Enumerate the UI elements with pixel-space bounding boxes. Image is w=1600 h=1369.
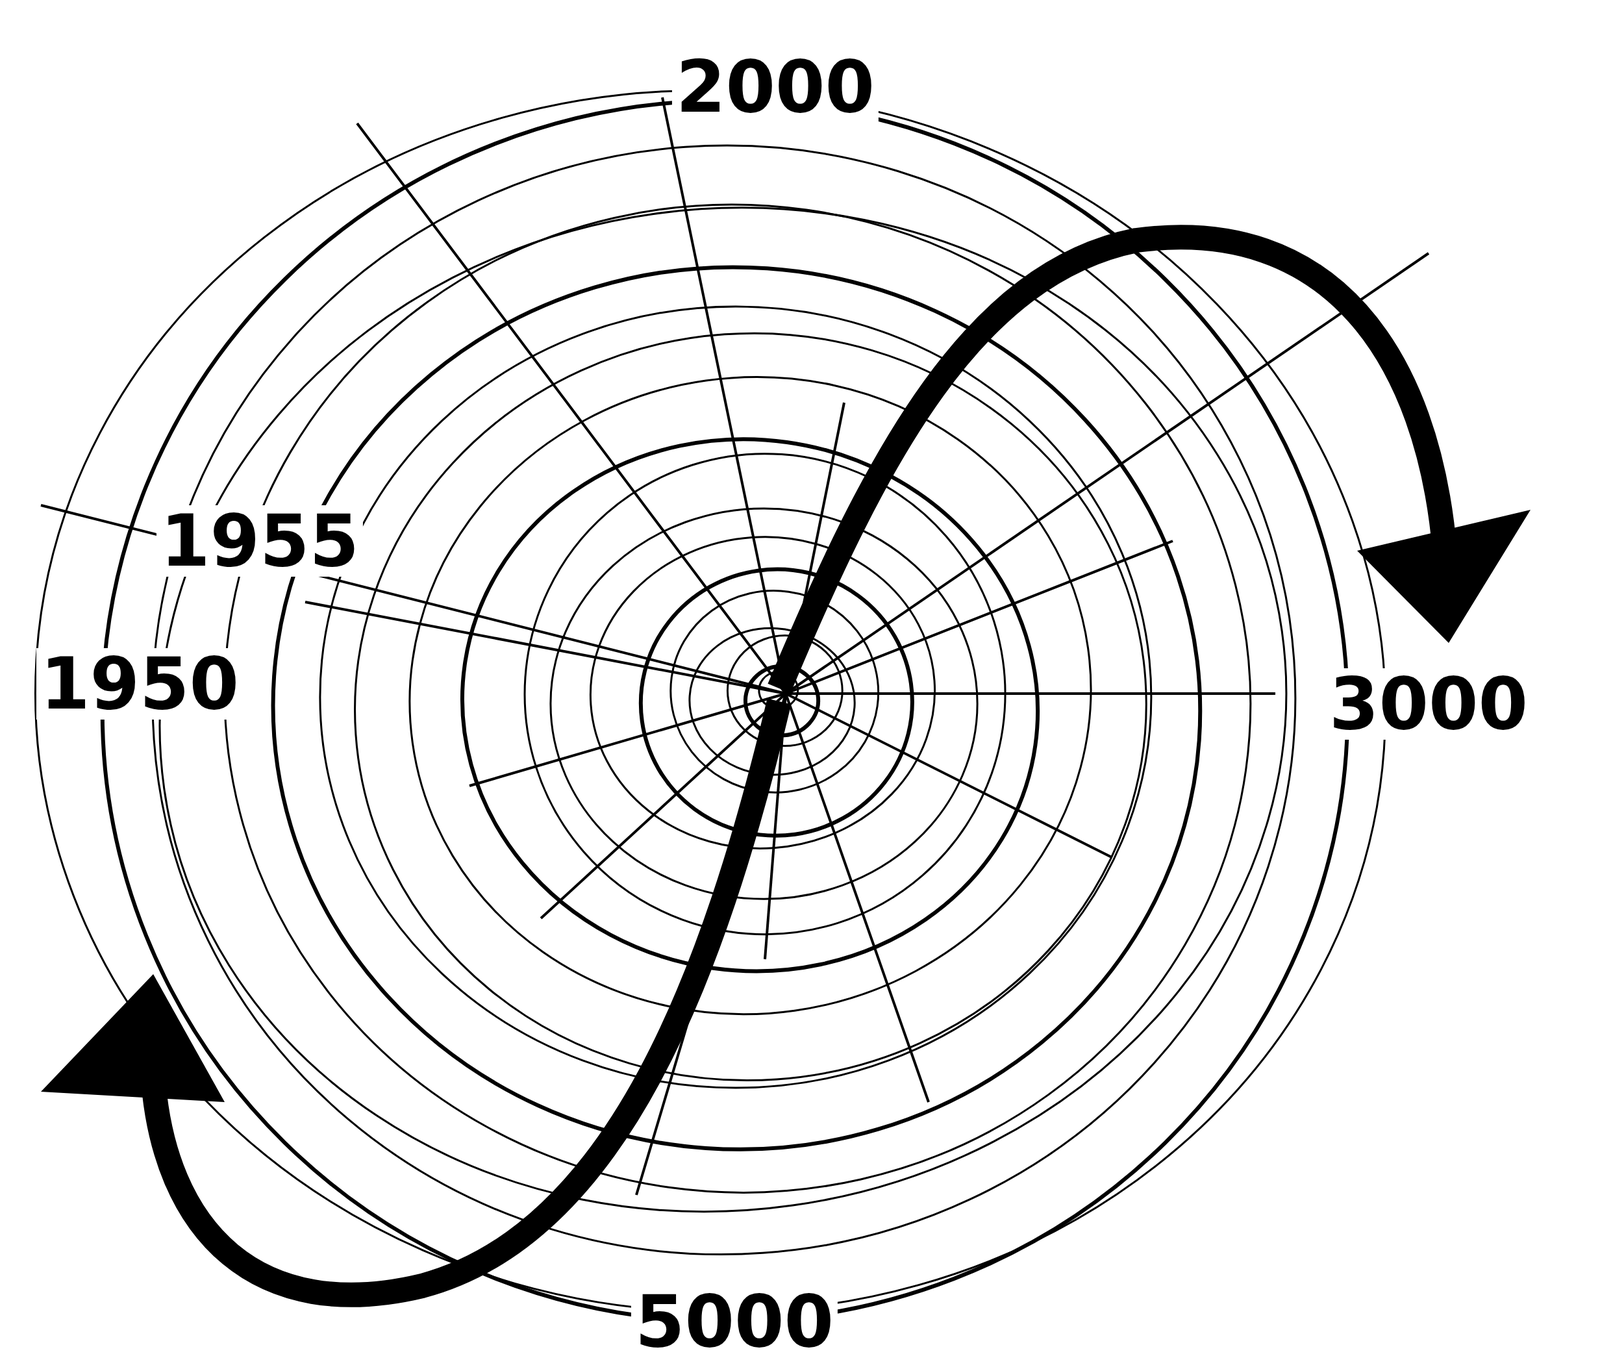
spoke — [305, 601, 786, 694]
year-label: 2000 — [672, 51, 879, 123]
year-label: 1955 — [156, 505, 363, 577]
spoke — [785, 693, 929, 1102]
ring — [94, 135, 1352, 1284]
ring — [550, 508, 978, 899]
ring — [427, 401, 1073, 1008]
spoke — [357, 123, 786, 694]
year-label: 1950 — [36, 648, 243, 720]
arrowhead — [1357, 509, 1531, 643]
arrowhead — [40, 974, 225, 1102]
ring — [368, 333, 1133, 1058]
spokes — [40, 97, 1429, 1195]
arrow-upper — [779, 237, 1445, 689]
arrow-lower — [152, 701, 780, 1295]
year-label: 3000 — [1325, 668, 1532, 740]
year-label: 5000 — [631, 1285, 838, 1358]
spoke — [662, 97, 786, 694]
ring — [102, 100, 1349, 1322]
ring — [115, 107, 1334, 1293]
ring — [320, 306, 1152, 1088]
ring — [160, 138, 1315, 1259]
ring — [243, 235, 1230, 1180]
spoke — [785, 692, 1276, 695]
spoke — [469, 693, 786, 786]
rotation-arrows — [40, 237, 1531, 1295]
